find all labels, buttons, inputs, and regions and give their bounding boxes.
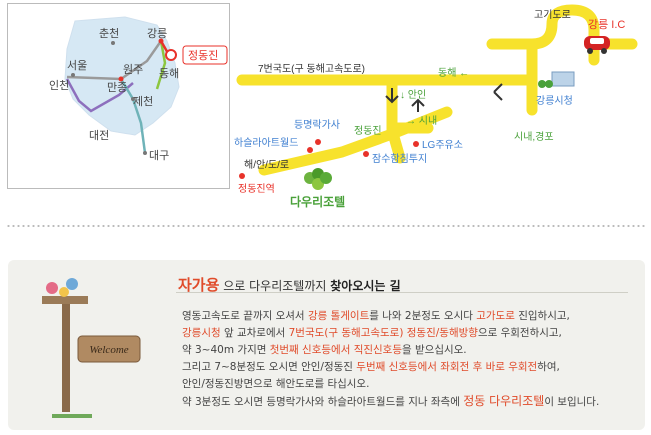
label-jeongdongjin-sign: 정동진 (354, 125, 382, 137)
route-green-line (155, 40, 167, 90)
city-dot-chuncheon (111, 41, 115, 45)
headline-main: 자가용 (178, 276, 220, 294)
label-jecheon: 제천 (133, 94, 153, 108)
direction-line-6: 약 3분정도 오시면 등명락가사와 하슬라아트월드를 지나 좌측에 정동 다우리… (182, 394, 600, 408)
label-route7: 7번국도(구 동해고속도로) (258, 62, 365, 75)
hotel-logo-icon (304, 168, 332, 190)
marker-station (239, 173, 245, 179)
city-dot-seoul (71, 73, 75, 77)
welcome-sign-text: Welcome (89, 344, 128, 356)
direction-line-2: 강릉시청 앞 교차로에서 7번국도(구 동해고속도로) 정동진/동해방향으로 우… (182, 327, 562, 339)
label-donghae: 동해 (159, 66, 179, 80)
route-gray-line (66, 40, 163, 81)
directions-headline: 자가용 으로 다우리조텔까지 찾아오시는 길 (178, 274, 401, 295)
label-donghae-arrow: 동해 ← (438, 66, 469, 79)
label-gangneung-cityhall: 강릉시청 (536, 95, 573, 107)
label-daegu: 대구 (149, 149, 169, 162)
label-incheon: 인천 (49, 78, 69, 92)
direction-line-3: 약 3~40m 가지면 첫번째 신호등에서 직진신호등을 받으십시오. (182, 344, 467, 356)
direction-line-1: 영동고속도로 끝까지 오셔서 강릉 톨게이트를 나와 2분정도 오시다 고가도로… (182, 310, 570, 322)
route-purple-line (65, 78, 134, 113)
route-teal-line (119, 78, 147, 154)
directions-text: 영동고속도로 끝까지 오셔서 강릉 톨게이트를 나와 2분정도 오시다 고가도로… (182, 308, 632, 411)
label-anin: ↓ 안인 (400, 89, 426, 101)
marker-lg (413, 141, 419, 147)
land-area (64, 16, 180, 136)
destination-label-box (182, 45, 228, 65)
marker-haslla (307, 147, 313, 153)
welcome-signpost-illustration: Welcome (42, 278, 141, 418)
direction-line-5: 안인/정동진방면으로 해안도로를 타십시오. (182, 378, 370, 390)
marker-deungmyeong (315, 139, 321, 145)
marker-submarine (363, 151, 369, 157)
arrow-right-west (493, 83, 503, 101)
direction-line-4: 그리고 7~8분정도 오시면 안인/정동진 두번째 신호등에서 좌회전 후 바로… (182, 361, 560, 373)
label-chuncheon: 춘천 (99, 26, 119, 40)
city-dot-wonju (118, 76, 124, 82)
route-map: 고기도로 강릉 I.C 7번국도(구 동해고속도로) 동해 ← 강릉시청 ↓ 안… (234, 4, 638, 209)
label-deungmyeong: 등명락가사 (294, 119, 340, 131)
section-divider (6, 225, 646, 227)
label-hotel: 다우리조텔 (290, 194, 345, 209)
arrow-up-east (411, 98, 425, 112)
city-dot-jecheon (131, 97, 135, 101)
road-branch-jeongdongjin (386, 124, 406, 164)
headline-underline (176, 292, 628, 293)
label-downtown-arrow: → 시내 (406, 115, 437, 127)
label-manjong: 만종 (107, 81, 127, 94)
city-dot-gangneung (158, 38, 164, 44)
headline-mid: 으로 다우리조텔까지 (223, 279, 327, 293)
label-city-gyeongpo: 시내,경포 (514, 130, 554, 143)
label-gangneung-ic: 강릉 I.C (588, 18, 625, 31)
building-icon (538, 71, 575, 88)
label-gangneung: 강릉 (147, 27, 167, 40)
arrow-down-anin (385, 88, 399, 104)
label-godae-ro: 고기도로 (534, 9, 571, 21)
road-ic-connector (486, 4, 638, 50)
label-wonju: 원주 (123, 63, 143, 76)
label-coast-road: 해/안/도/로 (244, 158, 289, 171)
headline-strong: 찾아오시는 길 (330, 279, 401, 293)
label-haslla: 하슬라아트월드 (234, 136, 298, 149)
road-coast (258, 106, 453, 176)
label-jeongdongjin-station: 정동진역 (238, 183, 275, 195)
destination-marker (165, 49, 177, 61)
destination-label: 정동진 (188, 49, 218, 62)
label-daejeon: 대전 (89, 129, 109, 142)
label-lg-station: LG주유소 (422, 139, 463, 151)
city-dot-daegu (143, 151, 147, 155)
label-seoul: 서울 (67, 59, 87, 72)
car-icon (584, 36, 610, 54)
regional-mini-map: 춘천 강릉 서울 원주 만종 동해 인천 제천 대전 대구 정동진 (7, 3, 230, 189)
label-submarine: 잠수함침투지 (372, 153, 427, 165)
